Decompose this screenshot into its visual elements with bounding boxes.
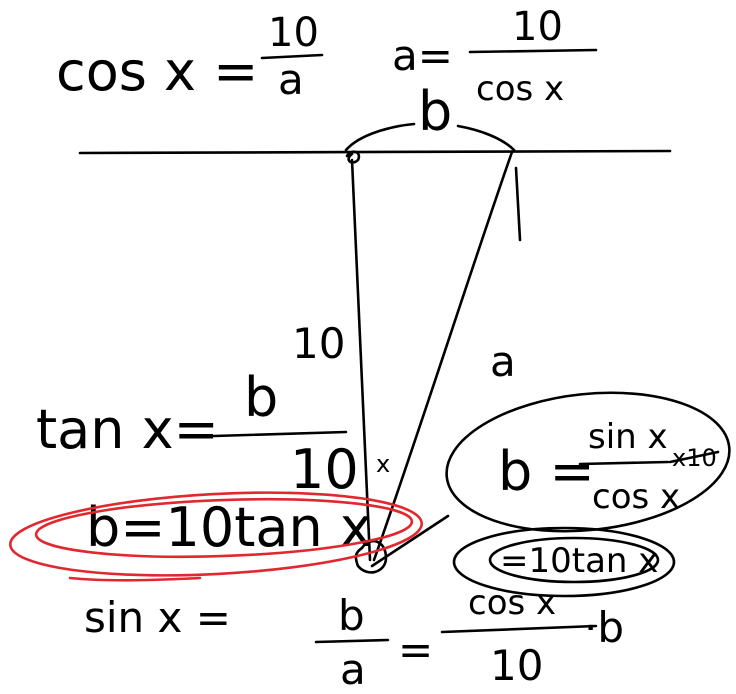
b-sin-fraction-bar <box>578 460 670 466</box>
cos-denominator: a <box>278 55 304 104</box>
sin-num-2: cos x <box>468 583 556 623</box>
ten-tan-text: =10tan x <box>500 541 658 581</box>
horizontal-line <box>78 149 672 155</box>
sin-tail: ·b <box>584 603 624 652</box>
cos-fraction-bar <box>260 53 324 60</box>
a-numerator: 10 <box>512 4 563 50</box>
red-tail-stroke <box>68 576 202 582</box>
equation-sin: sin x = b a = cos x 10 ·b <box>84 583 624 694</box>
b-sin-numerator: sin x <box>588 417 668 457</box>
sin-equals-2: = <box>398 625 433 674</box>
side-10 <box>350 158 372 562</box>
sin-num-1: b <box>338 591 365 640</box>
triangle-figure <box>78 122 672 574</box>
circle-10tan-outer <box>452 526 676 598</box>
circle-10tan-inner <box>488 536 660 584</box>
equation-a: a= 10 cos x <box>392 4 598 109</box>
b-tan-text: b=10tan x <box>86 496 372 559</box>
cos-numerator: 10 <box>268 10 319 56</box>
b-sin-lhs: b = <box>498 440 595 503</box>
red-circle-inner <box>34 497 414 559</box>
a-fraction-bar <box>468 48 598 54</box>
equation-10tan: =10tan x <box>452 526 676 598</box>
b-sin-strike-line <box>668 450 720 464</box>
equation-b-tan: b=10tan x <box>8 491 424 582</box>
label-angle-x: x <box>376 450 390 478</box>
sin-den-2: 10 <box>490 641 543 690</box>
red-circle-outer <box>8 491 424 577</box>
vertex-mark <box>345 150 361 164</box>
b-sin-denominator: cos x <box>592 477 680 517</box>
sin-den-1: a <box>340 645 366 694</box>
equation-tan: tan x= b 10 <box>36 366 359 501</box>
tan-fraction-bar <box>212 430 348 438</box>
equation-b-sin: b = sin x cos x x10 <box>445 391 731 533</box>
b-arc-left <box>344 122 416 152</box>
right-vertex-tick <box>514 166 522 242</box>
tan-lhs: tan x= <box>36 398 219 461</box>
label-a: a <box>490 337 516 386</box>
b-arc-right <box>456 124 516 152</box>
sin-lhs: sin x = <box>84 593 231 642</box>
tan-denominator: 10 <box>290 438 359 501</box>
label-10: 10 <box>292 319 345 368</box>
sin-fraction-bar-2 <box>440 624 598 634</box>
bottom-stroke <box>370 514 450 568</box>
label-b-top: b <box>418 80 452 143</box>
tan-numerator: b <box>244 366 278 429</box>
a-lhs: a= <box>392 31 453 80</box>
cos-lhs: cos x = <box>56 40 258 103</box>
equation-cos: cos x = 10 a <box>56 10 324 104</box>
a-denominator: cos x <box>476 69 564 109</box>
bottom-vertex-circle <box>354 539 388 574</box>
sin-fraction-bar-1 <box>314 638 390 644</box>
